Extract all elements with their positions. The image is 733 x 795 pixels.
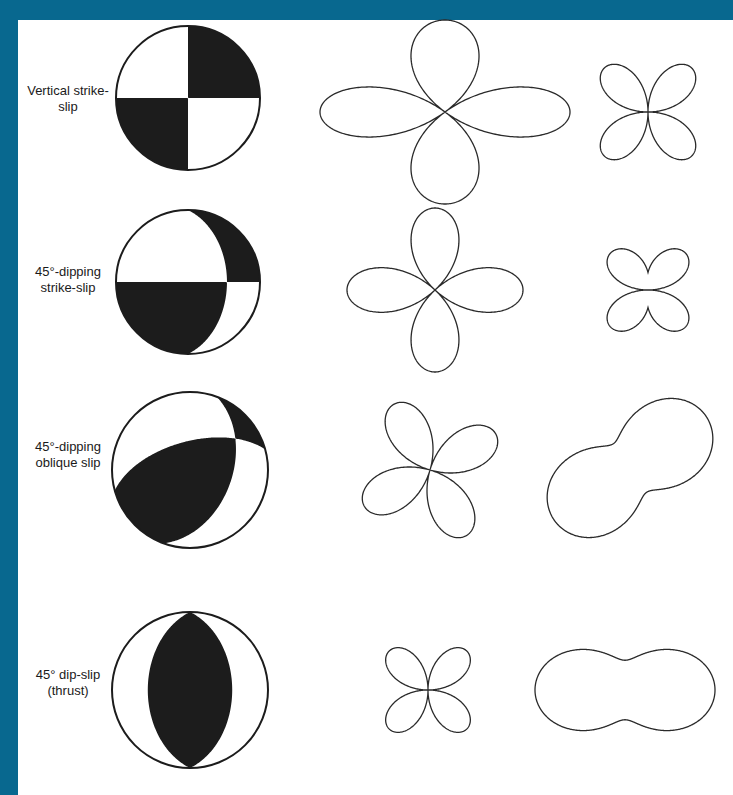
beachball <box>112 612 268 768</box>
mechanism-label: 45°-dipping oblique slip <box>24 439 112 471</box>
beachball <box>104 384 276 556</box>
radiation-pattern <box>607 249 689 332</box>
radiation-pattern <box>535 649 715 730</box>
mechanism-label: Vertical strike-slip <box>24 83 112 115</box>
frame-bar <box>0 0 18 795</box>
beachball-ground <box>112 612 268 768</box>
compression-quadrant <box>104 384 276 556</box>
frame-bar <box>0 0 733 20</box>
radiation-pattern <box>547 398 713 537</box>
radiation-pattern <box>600 64 695 159</box>
beachball <box>109 203 267 361</box>
radiation-pattern <box>347 208 523 372</box>
beachball-outline <box>116 26 260 170</box>
mechanism-label: 45°-dipping strike-slip <box>24 264 112 296</box>
beachball-outline <box>116 210 260 354</box>
radiation-pattern <box>386 648 471 733</box>
radiation-pattern <box>320 20 570 204</box>
beachball-outline <box>112 612 268 768</box>
radiation-pattern <box>362 402 497 537</box>
compression-quadrant <box>109 19 267 177</box>
beachball-outline <box>112 392 268 548</box>
mechanism-label: 45° dip-slip (thrust) <box>24 667 112 699</box>
compression-quadrant <box>109 203 267 361</box>
beachball <box>109 19 267 177</box>
compression-quadrant <box>148 612 232 768</box>
